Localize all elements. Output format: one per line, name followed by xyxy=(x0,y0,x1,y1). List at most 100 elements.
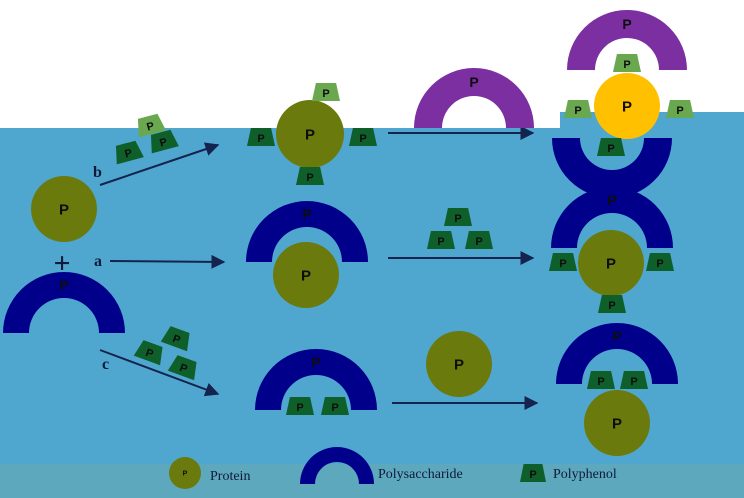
c-complex-polysaccharide-glyph: P xyxy=(311,354,320,370)
a-complex-protein-circle xyxy=(273,242,339,308)
c-incoming-protein-glyph: P xyxy=(454,356,464,373)
a-final-protein: P xyxy=(578,230,644,296)
b-final-polyphenol-top-glyph: P xyxy=(623,59,630,71)
a-final-polyphenol-bottom: P xyxy=(598,295,626,313)
b-free-polyphenol-2-glyph: P xyxy=(123,147,133,160)
start-polysaccharide: P xyxy=(3,272,125,333)
b-complex-polyphenol-right-glyph: P xyxy=(359,133,366,145)
b-final-polyphenol-top: P xyxy=(613,54,641,72)
b-incoming-polysaccharide-arc xyxy=(414,68,534,128)
legend-polysaccharide-swatch-arc xyxy=(300,447,374,484)
c-free-polyphenol-1-glyph: P xyxy=(171,333,182,347)
c-final-polysaccharide-glyph: P xyxy=(612,328,621,344)
a-final-polysaccharide-arc xyxy=(551,187,673,248)
legend-protein-swatch: P xyxy=(169,457,201,489)
a-incoming-polyphenol-3-shape xyxy=(465,231,493,249)
a-final-polyphenol-left: P xyxy=(549,253,577,271)
start-polysaccharide-arc xyxy=(3,272,125,333)
a-incoming-polyphenol-1-glyph: P xyxy=(454,213,461,225)
a-final-polyphenol-right: P xyxy=(646,253,674,271)
start-protein: P xyxy=(31,176,97,242)
c-free-polyphenol-3-shape xyxy=(167,355,197,381)
c-free-polyphenol-2-glyph: P xyxy=(144,347,155,361)
a-incoming-polyphenol-1: P xyxy=(444,208,472,226)
c-final-protein: P xyxy=(584,390,650,456)
c-final-polyphenol-1: P xyxy=(587,371,615,389)
c-complex-polyphenol-1-shape xyxy=(286,397,314,415)
b-final-polyphenol-right-glyph: P xyxy=(676,105,683,117)
b-final-polyphenol-right: P xyxy=(666,100,694,118)
b-complex-polyphenol-bottom-glyph: P xyxy=(306,172,313,184)
legend-protein-label: Protein xyxy=(210,469,250,484)
a-final-polyphenol-left-glyph: P xyxy=(559,258,566,270)
c-final-polysaccharide: P xyxy=(556,323,678,384)
a-complex-polysaccharide-glyph: P xyxy=(302,206,311,222)
b-final-polyphenol-left-glyph: P xyxy=(574,105,581,117)
b-complex-polyphenol-left-shape xyxy=(247,128,275,146)
b-complex-polyphenol-top: P xyxy=(312,83,340,101)
c-free-polyphenol-1-shape xyxy=(160,326,190,352)
a-final-polysaccharide: P xyxy=(551,187,673,248)
c-complex-polyphenol-2-shape xyxy=(321,397,349,415)
pathway-label-b: b xyxy=(93,164,102,181)
b-final-polyphenol-right-shape xyxy=(666,100,694,118)
c-incoming-protein-circle xyxy=(426,331,492,397)
b-complex-protein: P xyxy=(276,100,344,168)
c-final-polyphenol-2-glyph: P xyxy=(630,376,637,388)
b-free-polyphenol-3-shape xyxy=(150,129,179,154)
b-final-polyphenol-bottom: P xyxy=(597,138,625,156)
c-free-polyphenol-3: P xyxy=(167,355,197,381)
b-complex-polyphenol-bottom-shape xyxy=(296,167,324,185)
b-free-polyphenol-1: P xyxy=(137,113,166,138)
c-free-polyphenol-2-shape xyxy=(133,340,163,366)
pathway-label-c: c xyxy=(102,356,109,373)
plus-sign: + xyxy=(53,247,70,280)
b-final-polysaccharide-lower-arc xyxy=(552,138,672,198)
b-incoming-polysaccharide: P xyxy=(414,68,534,128)
c-final-polyphenol-1-shape xyxy=(587,371,615,389)
c-complex-polyphenol-1: P xyxy=(286,397,314,415)
a-incoming-polyphenol-2-shape xyxy=(427,231,455,249)
b-free-polyphenol-3-glyph: P xyxy=(158,136,168,149)
b-complex-polyphenol-top-glyph: P xyxy=(322,88,329,100)
a-final-polyphenol-right-glyph: P xyxy=(656,258,663,270)
legend-polyphenol-label: Polyphenol xyxy=(553,467,617,482)
c-complex-polyphenol-2: P xyxy=(321,397,349,415)
a-final-protein-circle xyxy=(578,230,644,296)
b-final-polyphenol-bottom-glyph: P xyxy=(607,143,614,155)
c-free-polyphenol-3-glyph: P xyxy=(178,362,189,376)
pathway-label-a: a xyxy=(94,253,102,270)
b-final-protein-circle xyxy=(594,73,660,139)
b-free-polyphenol-3: P xyxy=(150,129,179,154)
arrow-a-step1 xyxy=(109,254,226,269)
c-final-protein-circle xyxy=(584,390,650,456)
b-complex-polyphenol-right-shape xyxy=(349,128,377,146)
a-final-polyphenol-bottom-shape xyxy=(598,295,626,313)
b-complex-protein-circle xyxy=(276,100,344,168)
b-complex-polyphenol-bottom: P xyxy=(296,167,324,185)
a-final-polyphenol-right-shape xyxy=(646,253,674,271)
c-free-polyphenol-1: P xyxy=(160,326,190,352)
a-incoming-polyphenol-1-shape xyxy=(444,208,472,226)
arrow-c-step1 xyxy=(99,349,220,397)
b-free-polyphenol-2-shape xyxy=(115,140,144,165)
arrow-b-step1 xyxy=(99,142,220,186)
a-final-polysaccharide-glyph: P xyxy=(607,192,616,208)
b-final-polyphenol-left: P xyxy=(564,100,592,118)
b-free-polyphenol-1-shape xyxy=(137,113,166,138)
a-incoming-polyphenol-3-glyph: P xyxy=(475,236,482,248)
legend-polyphenol-swatch-glyph: P xyxy=(529,469,536,481)
c-complex-polyphenol-1-glyph: P xyxy=(296,402,303,414)
b-complex-polyphenol-left-glyph: P xyxy=(257,133,264,145)
b-free-polyphenol-2: P xyxy=(115,140,144,165)
b-final-polysaccharide-lower xyxy=(552,138,672,198)
c-complex-polyphenol-2-glyph: P xyxy=(331,402,338,414)
legend-protein-swatch-glyph: P xyxy=(183,471,188,478)
a-complex-protein-glyph: P xyxy=(301,267,311,284)
start-polysaccharide-glyph: P xyxy=(59,277,68,293)
b-final-polysaccharide-upper-arc xyxy=(567,10,687,70)
b-complex-polyphenol-left: P xyxy=(247,128,275,146)
